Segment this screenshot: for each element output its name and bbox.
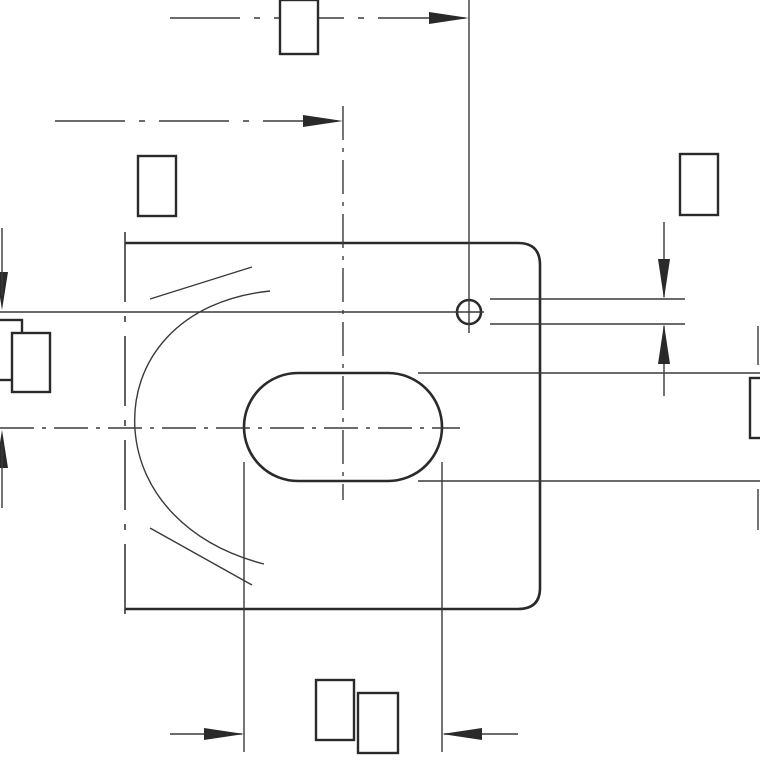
slot-length-label-box-front: [356, 691, 400, 755]
upper-dimension-arrow: [303, 115, 343, 127]
slot-length-left-arrow: [204, 728, 244, 740]
hole-spacing-up-arrow: [658, 324, 670, 364]
upper-width-label-box: [136, 154, 178, 218]
slot-height-label-box: [748, 376, 760, 440]
slot-outline: [242, 371, 444, 483]
curved-leaf-bottom-line: [149, 527, 253, 586]
left-upper-arrow: [0, 272, 8, 310]
hole-spacing-label-box: [678, 152, 720, 217]
plate-outline: [125, 241, 542, 611]
slot-length-label-box-back: [314, 678, 356, 742]
hole-spacing-down-arrow: [658, 259, 670, 299]
left-offset-label-box-front: [10, 331, 52, 394]
slot-length-right-arrow: [442, 728, 482, 740]
left-lower-arrow: [0, 430, 8, 468]
top-width-label-box: [278, 0, 320, 56]
curved-leaf-top-line: [149, 266, 253, 300]
top-dimension-arrow: [429, 12, 469, 24]
